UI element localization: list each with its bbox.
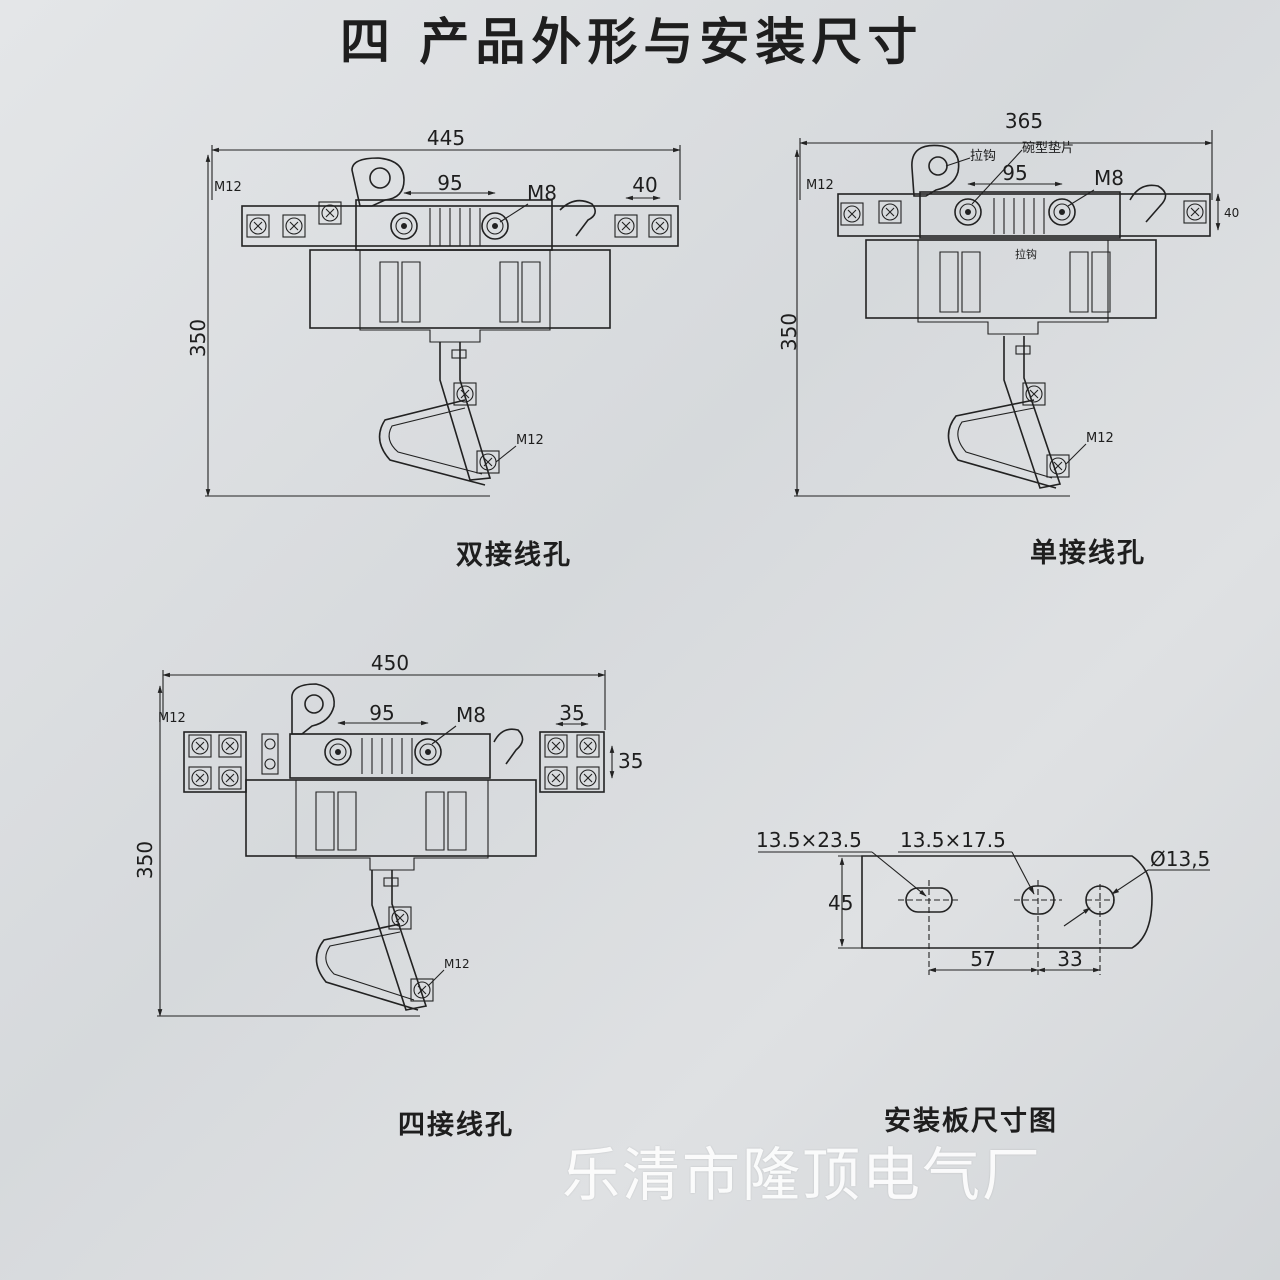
drawing-mounting-plate: 13.5×23.5 13.5×17.5 Ø13,5 45 57 33 [756, 828, 1210, 975]
dim-pitch-40: 40 [632, 173, 657, 197]
label-slot-1: 13.5×23.5 [756, 828, 862, 852]
caption-mounting-plate: 安装板尺寸图 [884, 1106, 1058, 1137]
label-washer: 碗型垫片 [1022, 140, 1074, 156]
page-title: 四 产品外形与安装尺寸 [340, 13, 924, 71]
label-m8: M8 [527, 181, 557, 205]
label-m12-bottom: M12 [444, 957, 470, 971]
dim-height-350: 350 [186, 319, 210, 357]
dim-pitch-35-h: 35 [559, 701, 584, 725]
label-m12-top: M12 [158, 711, 186, 726]
caption-double-terminal: 双接线孔 [456, 540, 572, 571]
dim-height-350: 350 [133, 841, 157, 879]
label-m12-bottom: M12 [516, 433, 544, 448]
dim-height-350: 350 [777, 313, 801, 351]
dim-center-95: 95 [369, 701, 394, 725]
dim-width-445: 445 [427, 126, 465, 150]
dim-width-450: 450 [371, 651, 409, 675]
dim-width-365: 365 [1005, 109, 1043, 133]
dim-pitch-40: 40 [1224, 206, 1239, 220]
drawing-quad-terminal: 450 350 M12 35 35 95 M8 [133, 651, 643, 1017]
dim-center-95: 95 [437, 171, 462, 195]
caption-single-terminal: 单接线孔 [1030, 538, 1146, 569]
label-slot-2: 13.5×17.5 [900, 828, 1006, 852]
dim-center-95: 95 [1002, 161, 1027, 185]
dim-plate-height-45: 45 [828, 891, 853, 915]
label-m12-top: M12 [214, 180, 242, 195]
label-m8: M8 [456, 703, 486, 727]
dim-pitch-35-v: 35 [618, 749, 643, 773]
label-hook-2: 拉钩 [1015, 247, 1037, 261]
label-hole: Ø13,5 [1150, 847, 1210, 871]
drawing-double-terminal: 445 350 M12 95 M8 40 [186, 126, 681, 497]
dim-distance-33: 33 [1057, 947, 1082, 971]
caption-quad-terminal: 四接线孔 [398, 1110, 514, 1141]
watermark: 乐清市隆顶电气厂 [562, 1141, 1043, 1209]
label-m12-bottom: M12 [1086, 431, 1114, 446]
dim-distance-57: 57 [970, 947, 995, 971]
label-m8: M8 [1094, 166, 1124, 190]
drawing-single-terminal: 365 350 M12 拉钩 碗型垫片 95 M8 40 拉钩 [777, 109, 1239, 497]
label-hook-1: 拉钩 [970, 149, 996, 164]
label-m12-top: M12 [806, 178, 834, 193]
